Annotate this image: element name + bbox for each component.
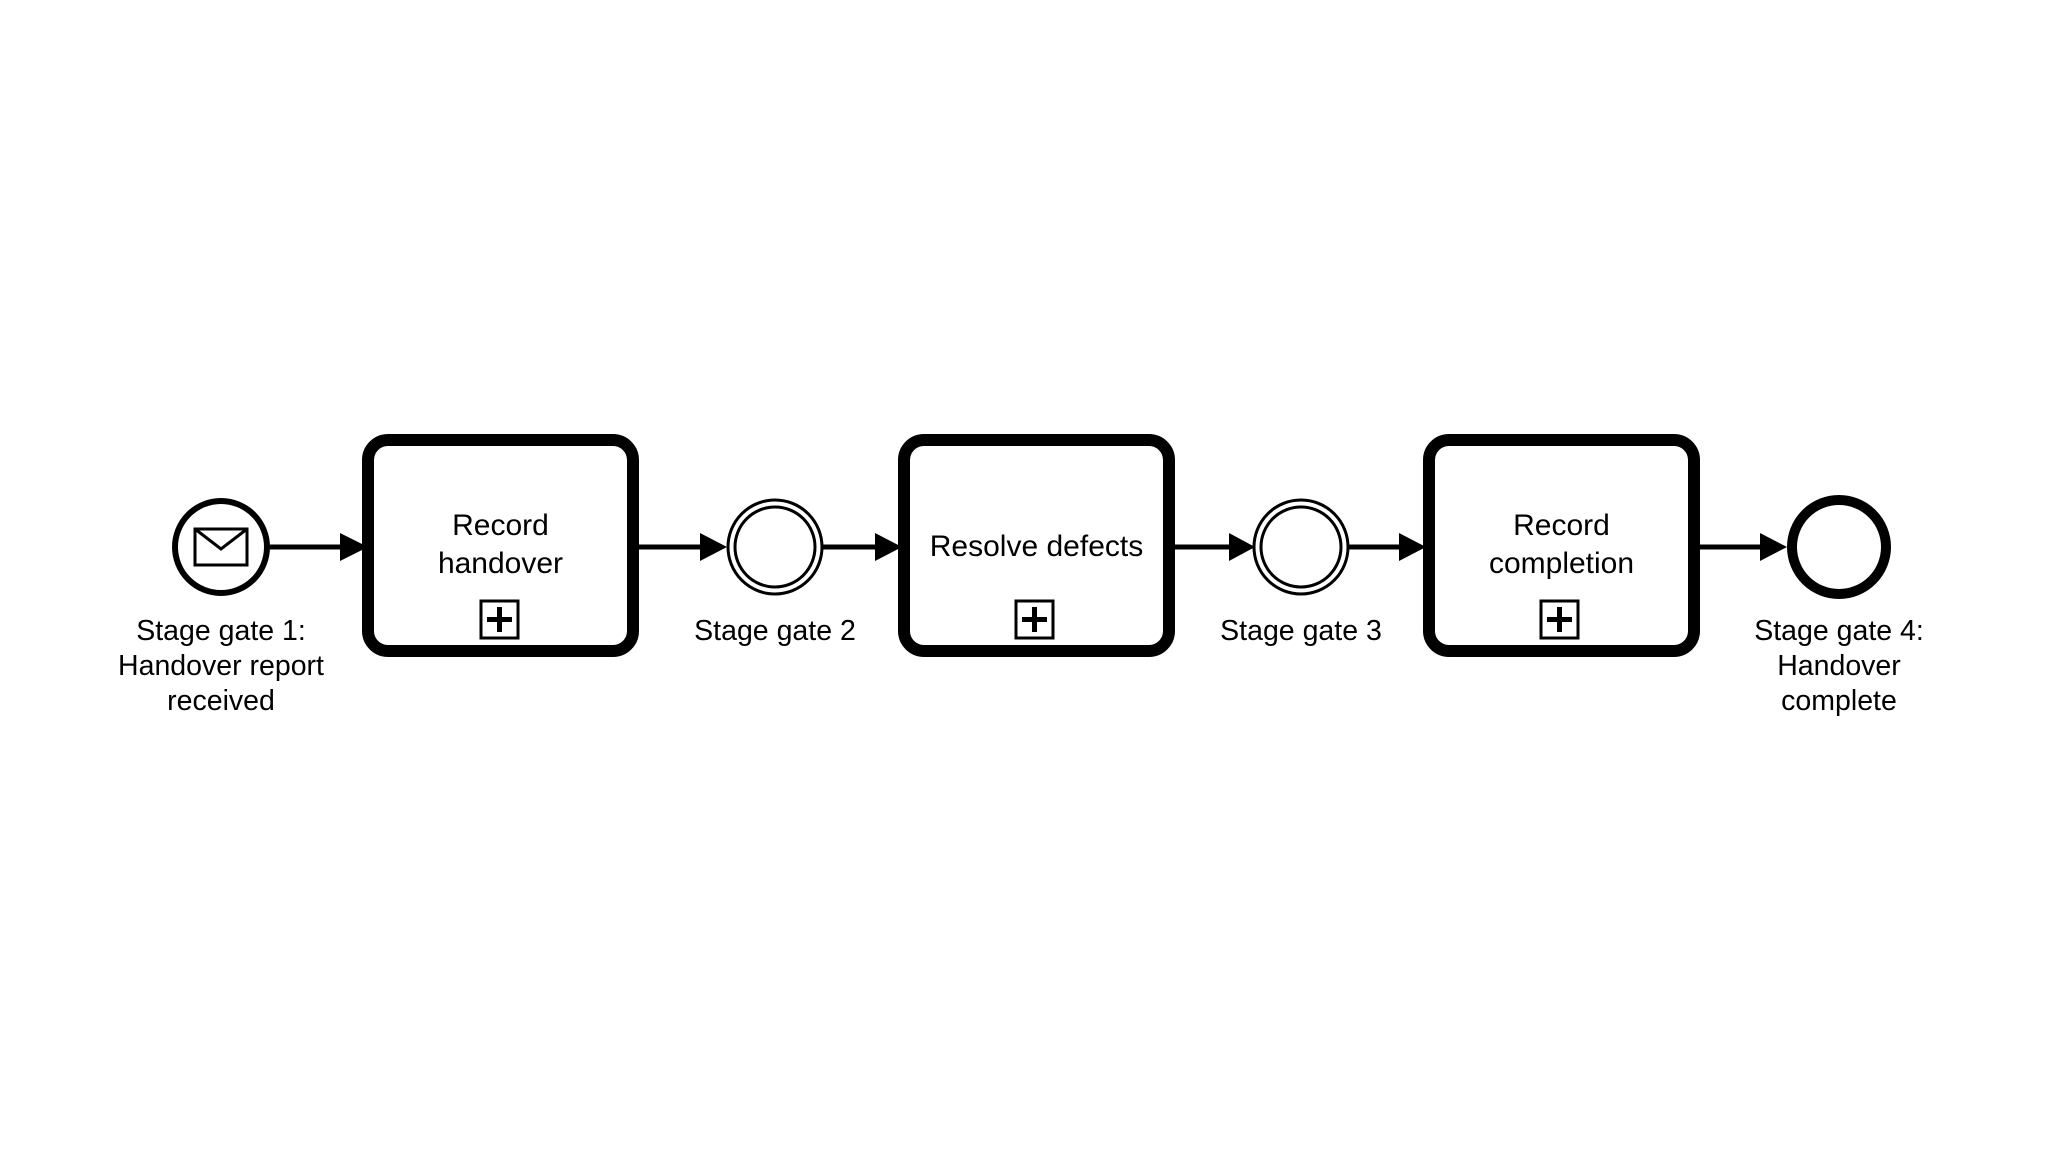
sequence-flow-5 (1349, 533, 1426, 561)
task-label-record-handover: Record handover (437, 509, 564, 580)
intermediate-event-stage-gate-2[interactable] (726, 498, 824, 596)
task-label-record-completion: Record completion (1488, 509, 1635, 580)
plus-icon[interactable] (1539, 599, 1580, 640)
sequence-flow-1 (270, 533, 368, 561)
plus-icon[interactable] (1014, 599, 1055, 640)
stage-gate-2-label: Stage gate 2 (694, 615, 856, 647)
envelope-icon (193, 527, 249, 567)
sequence-flow-3 (823, 533, 902, 561)
stage-gate-3-label: Stage gate 3 (1220, 615, 1382, 647)
task-record-handover[interactable] (362, 434, 639, 657)
end-event-label: Stage gate 4: Handover complete (1754, 615, 1924, 717)
intermediate-event-stage-gate-3[interactable] (1252, 498, 1350, 596)
sequence-flow-2 (639, 533, 727, 561)
task-resolve-defects[interactable] (898, 434, 1175, 657)
task-label-resolve-defects: Resolve defects (929, 530, 1144, 563)
end-event[interactable] (1787, 495, 1891, 599)
start-event-label: Stage gate 1: Handover report received (118, 615, 324, 717)
start-message-event[interactable] (172, 498, 270, 596)
sequence-flow-6 (1700, 533, 1787, 561)
task-record-completion[interactable] (1423, 434, 1700, 657)
sequence-flow-4 (1175, 533, 1255, 561)
plus-icon[interactable] (479, 599, 520, 640)
